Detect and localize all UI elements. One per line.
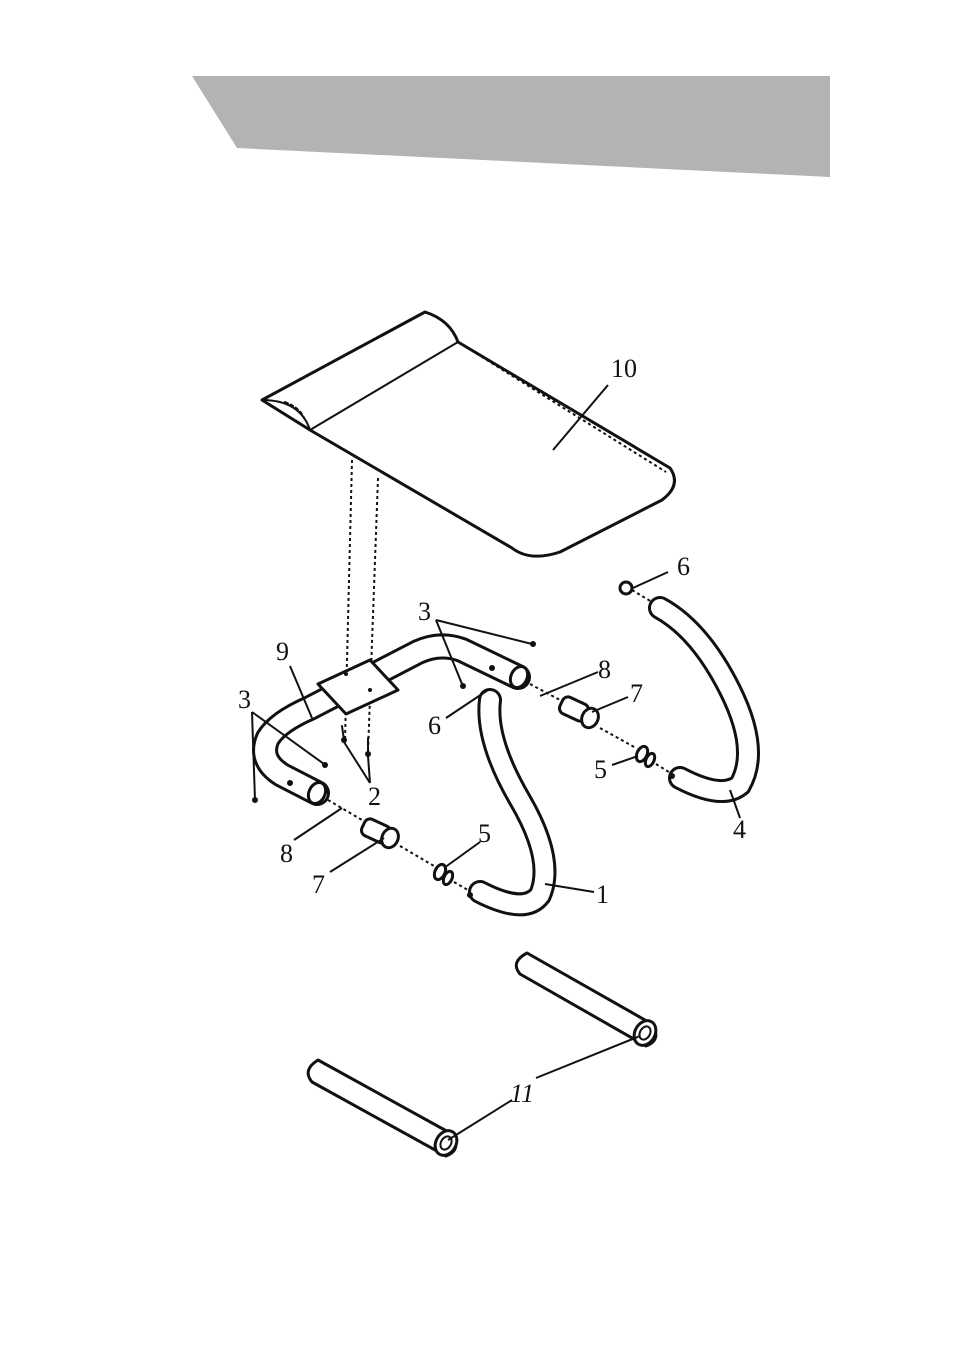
back-leg	[648, 596, 760, 804]
label-washer-right: 7	[630, 679, 643, 708]
label-bolt-left: 8	[280, 839, 293, 868]
end-cap-back	[618, 580, 653, 603]
leader-lines	[251, 384, 741, 1141]
callout-labels: 10 6 3 8 9 7 6 3 5 2 4 8 5 7 1 11	[238, 354, 746, 1108]
seat-pad	[260, 310, 676, 558]
seat-post	[344, 459, 379, 753]
screws-upper	[460, 641, 536, 689]
label-nut-left: 5	[478, 819, 491, 848]
label-frame: 9	[276, 637, 289, 666]
header-band	[192, 76, 830, 177]
label-seat-pad: 10	[611, 354, 637, 383]
foot-tube-front	[306, 1058, 459, 1158]
label-screws-left: 3	[238, 685, 251, 714]
hardware-left	[327, 799, 469, 891]
label-back-leg: 4	[733, 815, 746, 844]
label-cap-front: 6	[428, 711, 441, 740]
label-bolt-right: 8	[598, 655, 611, 684]
label-front-leg: 1	[596, 880, 609, 909]
label-plate-screws: 2	[368, 782, 381, 811]
front-leg	[467, 688, 557, 917]
label-washer-left: 7	[312, 870, 325, 899]
label-foot-tubes: 11	[510, 1079, 534, 1108]
frame	[252, 633, 531, 806]
label-nut-right: 5	[594, 755, 607, 784]
hardware-right	[529, 683, 673, 775]
label-screws-upper: 3	[418, 597, 431, 626]
plate-screws	[341, 725, 371, 757]
foot-tube-back	[514, 951, 658, 1048]
label-back-leg-cap: 6	[677, 552, 690, 581]
